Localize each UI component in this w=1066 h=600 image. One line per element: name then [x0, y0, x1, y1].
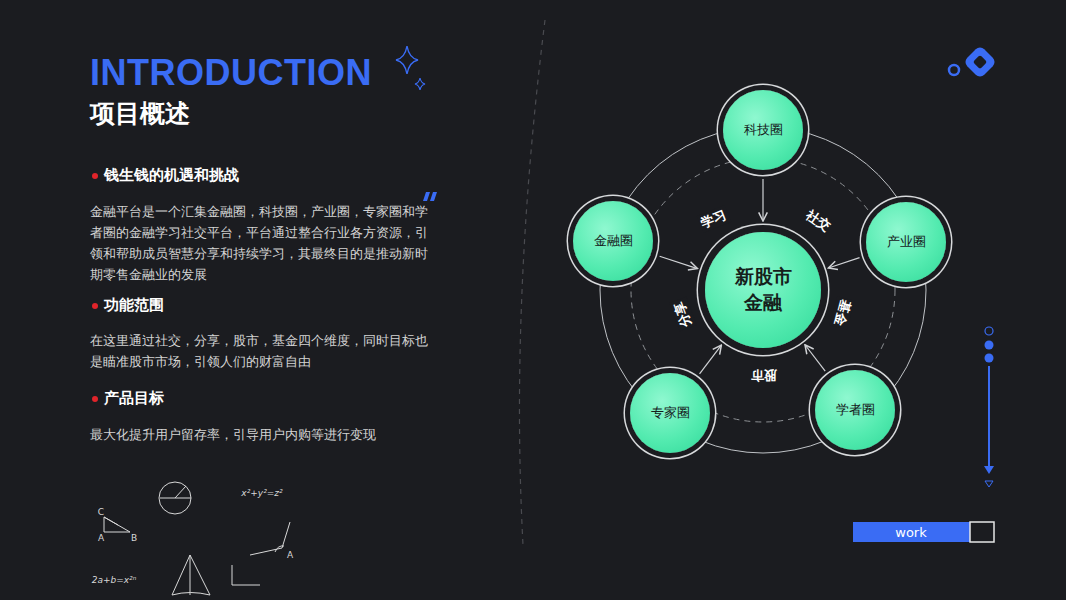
- bullet-dot: [92, 396, 98, 402]
- sparkle: [396, 46, 418, 74]
- button-box: [970, 522, 994, 542]
- circle-node: 产业圈: [866, 202, 946, 282]
- scroll-line: [988, 366, 990, 470]
- icon: [973, 55, 987, 69]
- arrow-connector: [700, 345, 722, 374]
- ring-label: 股市: [749, 366, 779, 384]
- doodle-label: 2a+b=x²ⁿ: [92, 575, 137, 585]
- scroll-arrow: [984, 466, 994, 474]
- subtitle: 项目概述: [90, 97, 190, 130]
- section-body: 在这里通过社交，分享，股市，基金四个维度，同时目标也是瞄准股市市场，引领人们的财…: [90, 330, 432, 372]
- node-text: 科技圈: [744, 121, 783, 139]
- node-text: 金融圈: [594, 232, 633, 250]
- doodle-label: B: [131, 533, 137, 543]
- section-heading: 功能范围: [104, 296, 164, 315]
- section-heading: 产品目标: [104, 389, 164, 408]
- section-body: 金融平台是一个汇集金融圈，科技圈，产业圈，专家圈和学者圈的金融学习社交平台，平台…: [90, 201, 432, 285]
- arrow-connector: [828, 258, 859, 268]
- button-bar: [853, 522, 970, 542]
- circle-node: 科技圈: [723, 90, 803, 170]
- doodle-label: A: [287, 550, 293, 560]
- circle-node: 学者圈: [815, 370, 895, 450]
- ring-label: 社交: [801, 205, 836, 237]
- node-text: 新股市 金融: [727, 264, 800, 315]
- section-heading: 钱生钱的机遇和挑战: [104, 166, 239, 185]
- node-text: 专家圈: [651, 404, 690, 422]
- quote-mark: [423, 192, 437, 201]
- section-body: 最大化提升用户留存率，引导用户内购等进行变现: [90, 424, 432, 445]
- arrow-connector: [762, 179, 763, 221]
- ring-label: 学习: [697, 205, 732, 233]
- ring-label: 基金: [829, 296, 854, 330]
- slide-title: INTRODUCTION: [90, 52, 372, 94]
- doodle-label: C: [98, 507, 104, 517]
- scroll-arrow: [985, 481, 993, 487]
- scroll-dot: [985, 327, 993, 335]
- icon: [963, 45, 997, 79]
- bullet-dot: [92, 303, 98, 309]
- node-text: 学者圈: [836, 401, 875, 419]
- doodle-label: A: [98, 533, 104, 543]
- bullet-dot: [92, 173, 98, 179]
- arrow-connector: [660, 256, 698, 268]
- ring-label: 分享: [669, 297, 696, 331]
- doodle-label: x²+y²=z²: [241, 488, 282, 498]
- circle-node: 金融圈: [573, 201, 653, 281]
- button-label: work: [895, 525, 926, 540]
- divider-line: [519, 20, 545, 545]
- arrow-connector: [805, 345, 825, 371]
- scroll-dot: [985, 341, 994, 350]
- circle-node: 专家圈: [630, 373, 710, 453]
- node-text: 产业圈: [887, 233, 926, 251]
- outer-ring: [600, 127, 926, 453]
- sparkle: [415, 78, 425, 90]
- scroll-dot: [985, 354, 994, 363]
- icon: [949, 65, 959, 75]
- center-circle: 新股市 金融: [705, 232, 821, 348]
